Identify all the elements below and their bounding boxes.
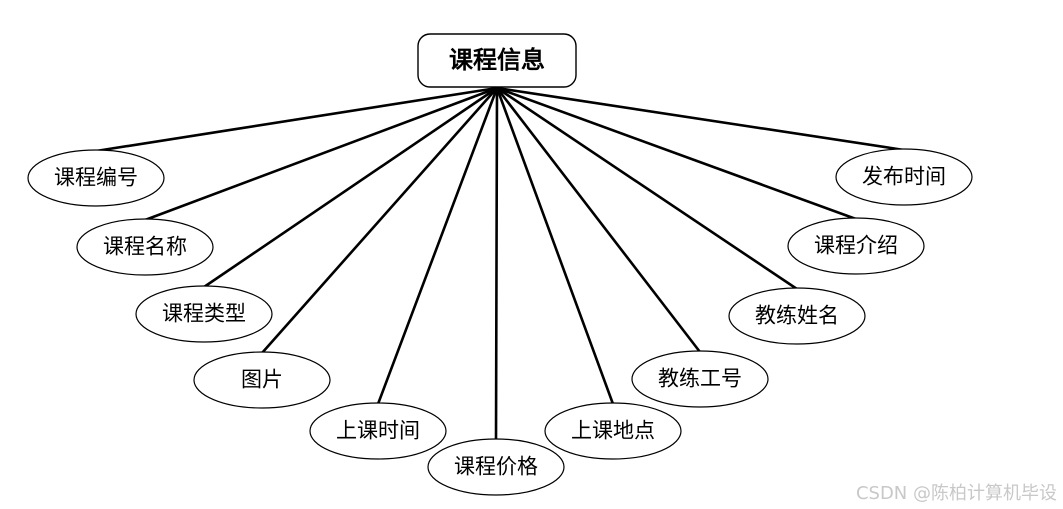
edges <box>94 86 906 442</box>
attribute-label-1: 课程编号 <box>54 166 138 190</box>
edge-3 <box>202 86 499 289</box>
attribute-label-10: 课程介绍 <box>814 234 898 258</box>
attribute-label-6: 课程价格 <box>454 455 538 479</box>
attribute-ellipse-7 <box>544 402 682 460</box>
attribute-label-8: 教练工号 <box>658 367 742 391</box>
attribute-ellipse-11 <box>835 148 973 206</box>
attribute-ellipse-3 <box>135 285 273 343</box>
edge-2 <box>143 86 499 222</box>
attribute-label-2: 课程名称 <box>103 235 187 259</box>
edge-5 <box>376 86 499 406</box>
attribute-label-3: 课程类型 <box>162 302 246 326</box>
edge-7 <box>495 86 615 406</box>
watermark: CSDN @陈柏计算机毕设 <box>855 483 1057 504</box>
attribute-node-5: 上课时间 <box>309 402 447 460</box>
edge-11 <box>495 86 906 152</box>
attribute-ellipse-4 <box>193 351 331 409</box>
edge-6 <box>494 86 499 442</box>
attribute-ellipse-6 <box>427 438 565 496</box>
attribute-node-7: 上课地点 <box>544 402 682 460</box>
attribute-node-10: 课程介绍 <box>787 217 925 275</box>
attribute-node-6: 课程价格 <box>427 438 565 496</box>
edge-1 <box>94 86 499 153</box>
attribute-label-11: 发布时间 <box>862 165 946 189</box>
attribute-label-4: 图片 <box>241 368 283 392</box>
center-entity: 课程信息 <box>417 33 577 88</box>
edge-8 <box>495 86 702 354</box>
attribute-ellipse-10 <box>787 217 925 275</box>
attribute-node-11: 发布时间 <box>835 148 973 206</box>
attribute-node-1: 课程编号 <box>27 149 165 207</box>
attribute-label-9: 教练姓名 <box>755 304 839 328</box>
edge-9 <box>495 86 799 291</box>
attribute-ellipse-1 <box>27 149 165 207</box>
attribute-label-5: 上课时间 <box>336 419 420 443</box>
center-entity-label: 课程信息 <box>449 46 545 74</box>
attribute-label-7: 上课地点 <box>571 419 655 443</box>
attribute-ellipse-2 <box>76 218 214 276</box>
attribute-ellipse-9 <box>728 287 866 345</box>
edge-4 <box>260 86 499 355</box>
attribute-node-4: 图片 <box>193 351 331 409</box>
attribute-node-9: 教练姓名 <box>728 287 866 345</box>
attribute-ellipse-5 <box>309 402 447 460</box>
attribute-node-8: 教练工号 <box>631 350 769 408</box>
attribute-node-2: 课程名称 <box>76 218 214 276</box>
attribute-ellipse-8 <box>631 350 769 408</box>
attribute-node-3: 课程类型 <box>135 285 273 343</box>
edge-10 <box>495 86 858 221</box>
